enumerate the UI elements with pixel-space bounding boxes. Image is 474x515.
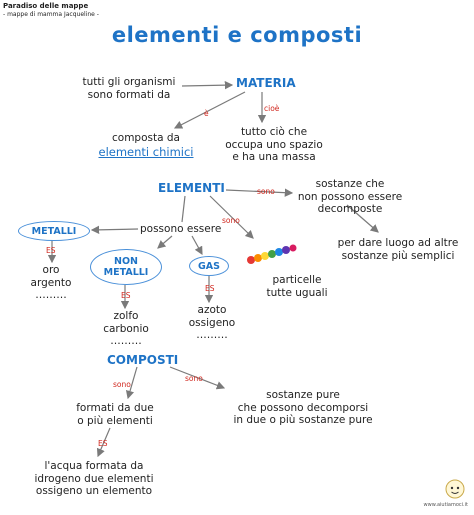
sostanze-line-3: decomposte	[317, 203, 383, 215]
non-metalli-example-2: carbonio	[103, 322, 149, 335]
materia-node[interactable]: MATERIA	[236, 76, 296, 90]
composta-text: composta da elementi chimici	[92, 132, 200, 159]
sostanze-che-text: sostanze che non possono essere decompos…	[295, 178, 405, 216]
label-sono-elementi-right: sono	[257, 187, 275, 196]
label-e: è	[204, 109, 209, 118]
particles-icon	[247, 244, 297, 264]
metalli-node[interactable]: METALLI	[18, 221, 90, 241]
sostanze-pure-line-3: in due o più sostanze pure	[233, 414, 373, 426]
non-metalli-examples: zolfo carbonio ………	[94, 310, 158, 348]
metalli-example-1: oro	[42, 264, 60, 276]
organismi-line-1: tutti gli organismi	[82, 76, 176, 88]
per-dare-line-1: per dare luogo ad altre	[337, 237, 459, 249]
sostanze-pure-line-1: sostanze pure	[266, 389, 340, 401]
non-metalli-line-2: METALLI	[103, 267, 149, 278]
metalli-examples: oro argento ………	[18, 264, 84, 302]
label-es-non-metalli: ES	[121, 291, 131, 300]
metalli-example-2: argento	[30, 276, 72, 289]
gas-node[interactable]: GAS	[189, 256, 229, 276]
page-title: elementi e composti	[111, 23, 363, 47]
formati-line-2: o più elementi	[77, 414, 153, 427]
site-subtitle: - mappe di mamma Jacqueline -	[3, 11, 99, 18]
sostanze-line-2: non possono essere	[297, 190, 403, 203]
non-metalli-node[interactable]: NON METALLI	[90, 249, 162, 285]
sostanze-line-1: sostanze che	[315, 178, 385, 190]
sostanze-pure-line-2: che possono decomporsi	[237, 401, 369, 414]
cioe-line-1: tutto ciò che	[240, 126, 308, 138]
organismi-line-2: sono formati da	[87, 88, 171, 101]
formati-text: formati da due o più elementi	[62, 402, 168, 427]
gas-example-1: azoto	[197, 304, 227, 316]
label-sono-elementi-down: sono	[222, 216, 240, 225]
cioe-line-2: occupa uno spazio	[225, 138, 323, 151]
non-metalli-example-1: zolfo	[113, 310, 139, 322]
particelle-line-2: tutte uguali	[266, 286, 328, 299]
per-dare-line-2: sostanze più semplici	[341, 249, 455, 262]
label-es-metalli: ES	[46, 246, 56, 255]
gas-example-2: ossigeno	[188, 316, 236, 329]
label-sono-composti-left: sono	[113, 380, 131, 389]
non-metalli-line-1: NON	[114, 256, 138, 267]
label-sono-composti-right: sono	[185, 374, 203, 383]
footer-website[interactable]: www.aiutiamoci.it	[423, 502, 468, 508]
possono-essere-text: possono essere	[140, 223, 222, 235]
gas-example-3: ………	[196, 329, 228, 341]
composti-node[interactable]: COMPOSTI	[107, 353, 179, 367]
cioe-line-3: e ha una massa	[232, 151, 316, 163]
acqua-example: l'acqua formata da idrogeno due elementi…	[24, 460, 164, 498]
label-es-composti: ES	[98, 439, 108, 448]
acqua-line-3: ossigeno un elemento	[35, 485, 153, 497]
composta-line: composta da	[112, 132, 180, 144]
acqua-line-1: l'acqua formata da	[44, 460, 144, 472]
label-es-gas: ES	[205, 284, 215, 293]
cioe-text: tutto ciò che occupa uno spazio e ha una…	[222, 126, 326, 164]
non-metalli-example-3: ………	[110, 335, 142, 347]
elementi-node[interactable]: ELEMENTI	[158, 181, 225, 195]
acqua-line-2: idrogeno due elementi	[34, 472, 154, 485]
organismi-text: tutti gli organismi sono formati da	[72, 76, 186, 101]
mascot-icon	[445, 479, 465, 499]
particelle-line-1: particelle	[272, 274, 322, 286]
per-dare-luogo-text: per dare luogo ad altre sostanze più sem…	[331, 237, 465, 262]
metalli-example-3: ………	[35, 289, 67, 301]
label-cioe: cioè	[264, 104, 280, 113]
elementi-chimici-link[interactable]: elementi chimici	[98, 144, 194, 159]
site-title: Paradiso delle mappe	[3, 2, 89, 10]
sostanze-pure-text: sostanze pure che possono decomporsi in …	[218, 389, 388, 427]
gas-examples: azoto ossigeno ………	[180, 304, 244, 342]
particelle-text: particelle tutte uguali	[258, 274, 336, 299]
formati-line-1: formati da due	[76, 402, 154, 414]
